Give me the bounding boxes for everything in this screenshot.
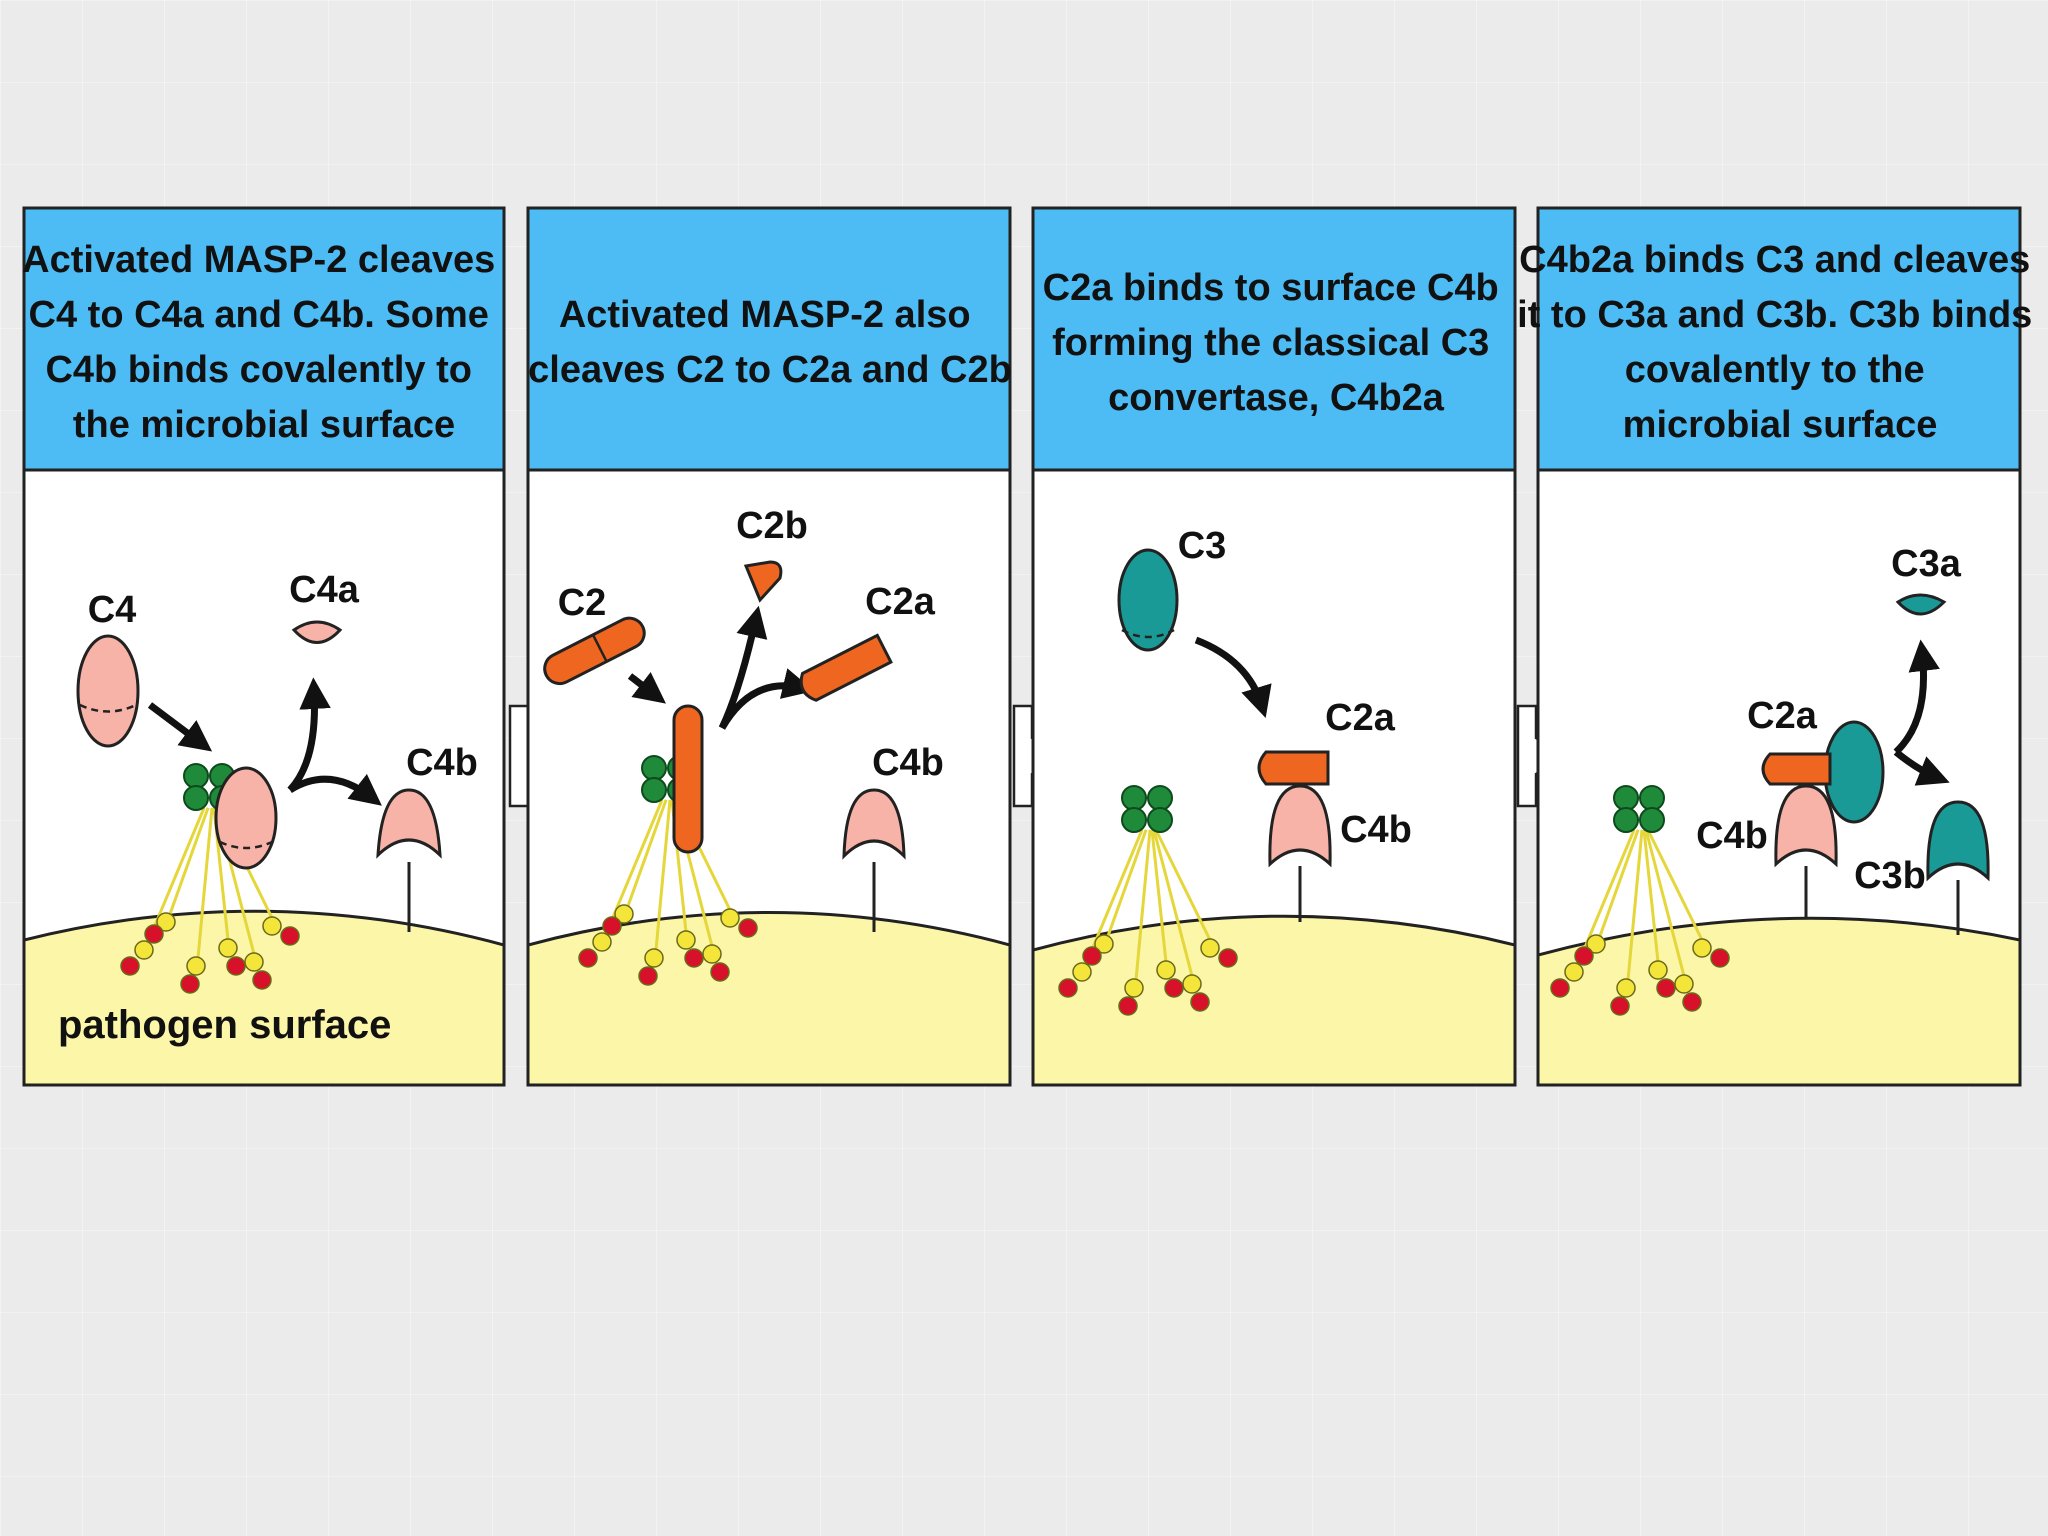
c4b-label: C4b (406, 742, 478, 784)
c2-bound-molecule (672, 704, 704, 854)
c2a-label-3: C2a (1325, 697, 1396, 739)
c2a-bound-4 (1761, 752, 1832, 786)
c4b-molecule-2 (842, 788, 906, 860)
panel-2-header-text: Activated MASP-2 also cleaves C2 to C2a … (528, 294, 1012, 391)
panel-2: Activated MASP-2 also cleaves C2 to C2a … (526, 206, 1012, 1087)
c4b-label-3: C4b (1340, 809, 1412, 851)
arrow-c4-to-complex (147, 702, 213, 752)
panel-3-header (1031, 206, 1517, 472)
arrow-c3-to-convertase (1194, 636, 1272, 719)
pathogen-surface-4 (1538, 916, 2020, 1085)
c2b-label: C2b (736, 505, 808, 547)
c4b-label-4: C4b (1696, 815, 1768, 857)
c3b-label: C3b (1854, 855, 1926, 897)
panel-2-header (526, 206, 1012, 472)
c2-label: C2 (558, 582, 607, 624)
c3-label: C3 (1178, 525, 1227, 567)
arrow-to-c2a (718, 668, 815, 730)
c2a-bound (1257, 750, 1330, 786)
c4a-label: C4a (289, 569, 360, 611)
c2a-fragment (799, 633, 893, 702)
c4-bound-molecule (214, 766, 278, 870)
c2b-fragment (743, 560, 783, 603)
panel-4-header-text: C4b2a binds C3 and cleaves it to C3a and… (1517, 239, 2043, 446)
arrow-to-c4b (288, 773, 382, 806)
panel-1-header-text: Activated MASP-2 cleaves C4 to C4a and C… (22, 239, 506, 446)
c4a-fragment (291, 620, 343, 644)
arrow-to-c3b (1893, 749, 1950, 786)
c4-label: C4 (88, 589, 137, 631)
c3-bound (1823, 720, 1885, 824)
c2-molecule (543, 616, 646, 686)
c4-molecule (76, 634, 140, 748)
c3a-label: C3a (1891, 543, 1962, 585)
panel-4-header (1536, 206, 2022, 472)
panel-3: C2a binds to surface C4b forming the cla… (1031, 206, 1517, 1087)
c2a-label-4: C2a (1747, 695, 1818, 737)
c4b-molecule (376, 788, 442, 859)
c4b-molecule-3 (1268, 784, 1332, 868)
c4b-molecule-4 (1774, 784, 1838, 868)
c2a-label: C2a (865, 581, 936, 623)
c4b-label-2: C4b (872, 742, 944, 784)
c3b-molecule (1926, 800, 1990, 882)
panel-3-header-text: C2a binds to surface C4b forming the cla… (1043, 267, 1510, 419)
panel-4: C4b2a binds C3 and cleaves it to C3a and… (1517, 206, 2043, 1087)
c3-molecule (1117, 548, 1179, 652)
panel-1: Activated MASP-2 cleaves C4 to C4a and C… (22, 206, 506, 1087)
c3a-fragment (1895, 593, 1947, 616)
pathogen-surface (24, 909, 504, 1085)
arrow-to-c3a (1893, 639, 1940, 755)
pathogen-surface-label: pathogen surface (58, 1003, 391, 1047)
panel-1-header (22, 206, 506, 472)
arrow-c2-to-complex (627, 671, 666, 704)
